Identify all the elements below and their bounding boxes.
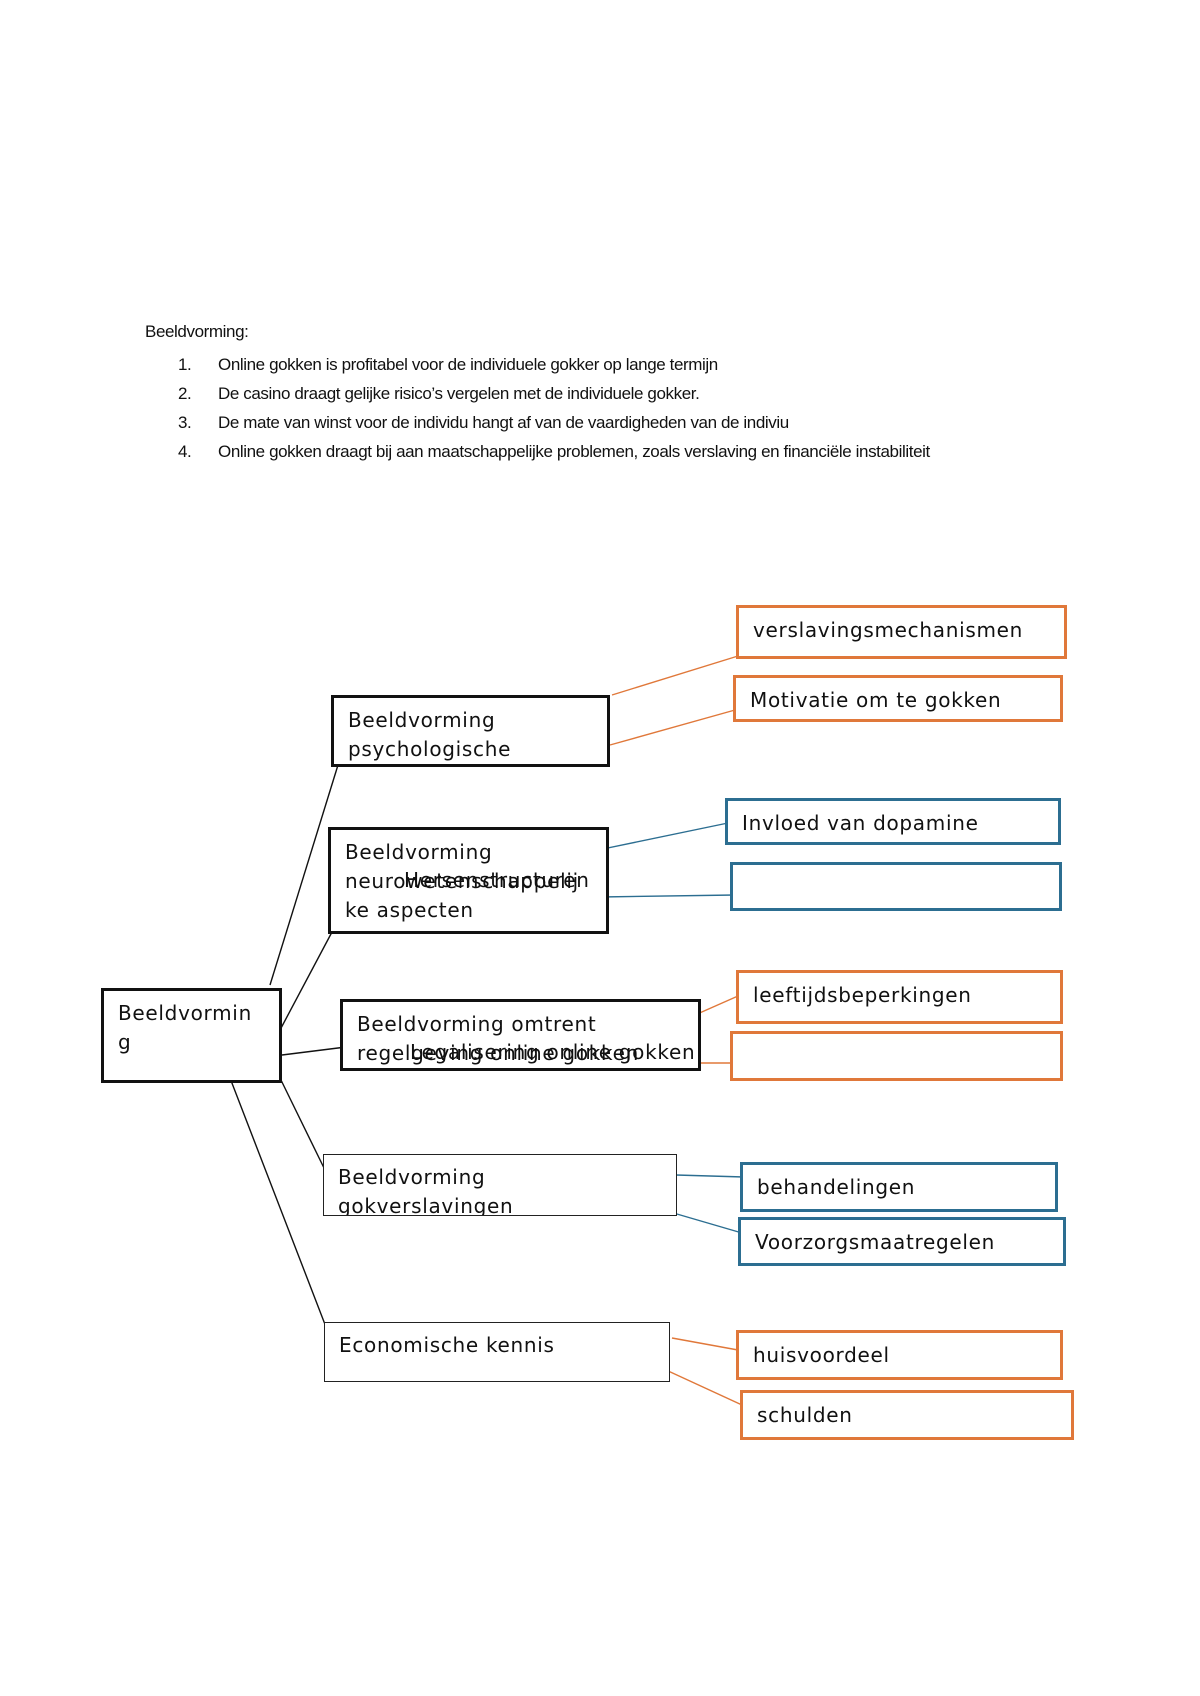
leaf-voorzorgsmaatregelen: Voorzorgsmaatregelen [738, 1217, 1066, 1266]
leaf-dopamine: Invloed van dopamine [725, 798, 1061, 845]
leaf-verslavingsmechanismen: verslavingsmechanismen [736, 605, 1067, 659]
branch-psychologische: Beeldvorming psychologische [331, 695, 610, 767]
overlay-hersenstructuren: Hersenstructuren [404, 868, 590, 892]
leaf-empty-regelgeving [730, 1031, 1063, 1081]
leaf-motivatie: Motivatie om te gokken [733, 675, 1063, 722]
leaf-schulden: schulden [740, 1390, 1074, 1440]
intro-heading: Beeldvorming: [145, 322, 249, 341]
branch-gokverslavingen: Beeldvorming gokverslavingen [323, 1154, 677, 1216]
list-item: 4.Online gokken draagt bij aan maatschap… [178, 442, 930, 461]
statement-list: 1.Online gokken is profitabel voor de in… [178, 350, 1061, 466]
leaf-empty-neuro [730, 862, 1062, 911]
root-node: Beeldvormin g [101, 988, 282, 1083]
leaf-leeftijdsbeperkingen: leeftijdsbeperkingen [736, 970, 1063, 1024]
branch-neurowetenschappelijk: Beeldvorming neurowetenschappelij ke asp… [328, 827, 609, 934]
leaf-huisvoordeel: huisvoordeel [736, 1330, 1063, 1380]
list-item: 2.De casino draagt gelijke risico’s verg… [178, 384, 700, 403]
overlay-legalisering: Legalisering online gokken [410, 1040, 696, 1064]
branch-economische-kennis: Economische kennis [324, 1322, 670, 1382]
branch-regelgeving: Beeldvorming omtrent regelgeving online … [340, 999, 701, 1071]
leaf-behandelingen: behandelingen [740, 1162, 1058, 1212]
list-item: 3.De mate van winst voor de individu han… [178, 413, 789, 432]
list-item: 1.Online gokken is profitabel voor de in… [178, 355, 718, 374]
